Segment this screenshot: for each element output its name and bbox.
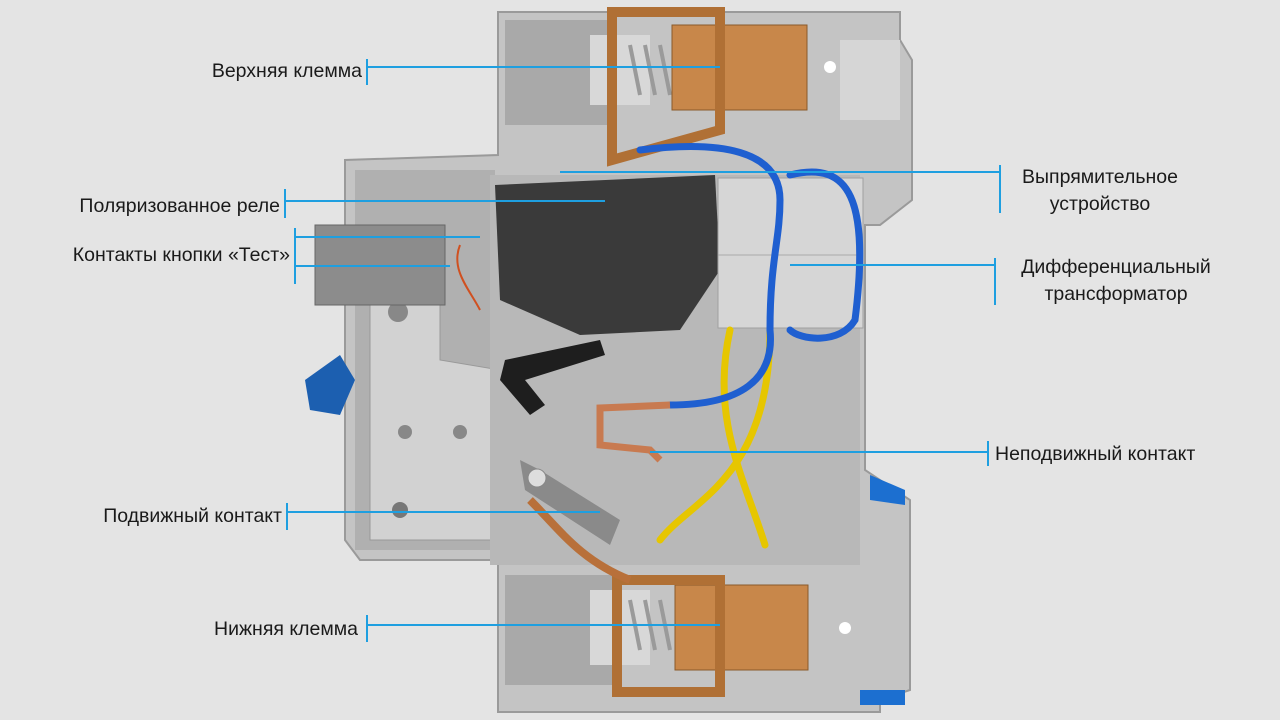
label-diff-transformer-line1: Дифференциальный <box>1021 256 1211 278</box>
upper-terminal-drawing <box>590 7 808 167</box>
label-rectifier: Выпрямительное устройство <box>1005 164 1195 218</box>
label-diff-transformer: Дифференциальный трансформатор <box>1001 254 1231 308</box>
copper-braid <box>527 497 632 584</box>
label-rectifier-line2: устройство <box>1049 193 1151 215</box>
blue-lever <box>305 355 355 415</box>
polarized-relay-drawing <box>495 175 720 335</box>
diff-transformer-drawing <box>717 177 864 329</box>
lower-terminal-drawing <box>590 575 809 697</box>
label-polarized-relay: Поляризованное реле <box>79 195 280 217</box>
relay-lever <box>500 340 605 415</box>
blue-clip <box>860 475 905 705</box>
leader-lines <box>284 59 1001 642</box>
label-test-button-contacts: Контакты кнопки «Тест» <box>72 244 290 266</box>
label-diff-transformer-line2: трансформатор <box>1044 283 1188 305</box>
label-fixed-contact: Неподвижный контакт <box>995 443 1196 465</box>
fixed-contact-drawing <box>596 401 671 463</box>
label-lower-terminal: Нижняя клемма <box>214 618 358 640</box>
label-moving-contact: Подвижный контакт <box>103 505 282 527</box>
label-upper-terminal: Верхняя клемма <box>211 60 362 82</box>
wires <box>636 143 864 549</box>
label-rectifier-line1: Выпрямительное <box>1022 166 1178 188</box>
